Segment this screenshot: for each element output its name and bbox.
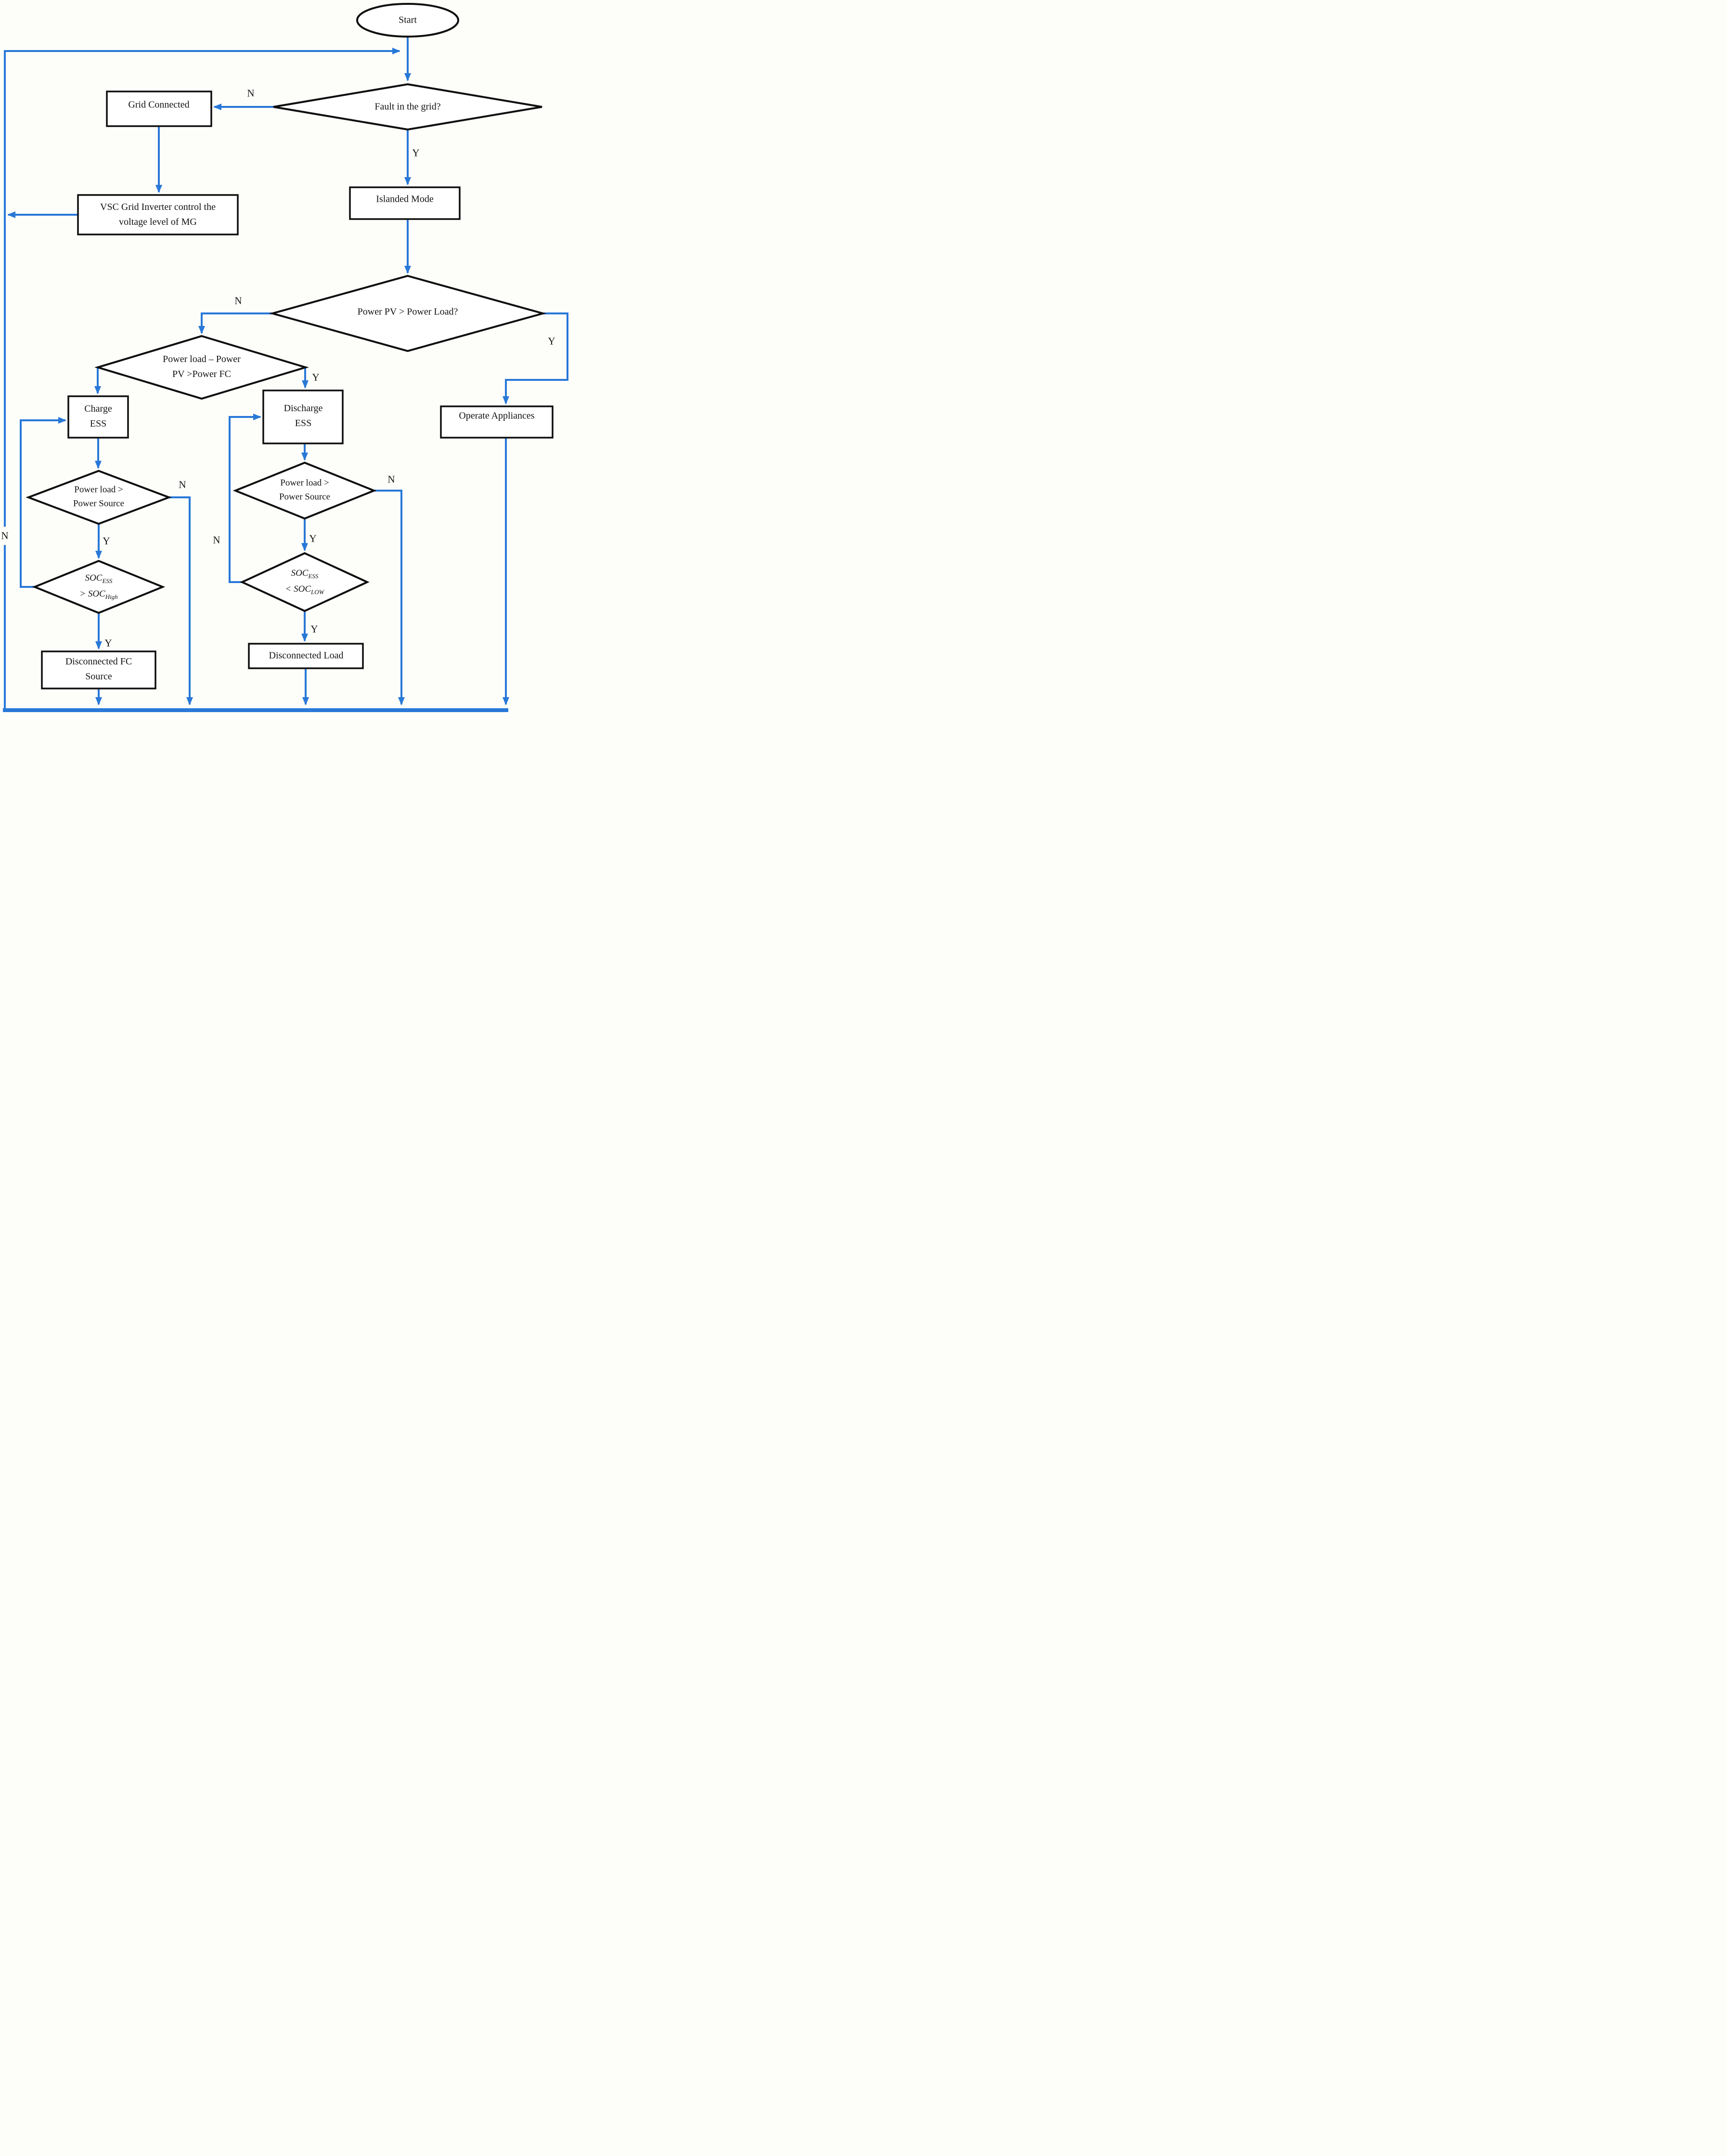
- edge-plps-right-n-to-rail: [374, 490, 405, 705]
- plps-right-decision-diamond: [232, 461, 377, 520]
- soc-low-label: SOCESS < SOCLOW: [285, 568, 324, 596]
- discharge-ess-label: Discharge ESS: [284, 403, 323, 429]
- start-label: Start: [399, 14, 417, 26]
- label-pv-n: N: [233, 295, 244, 307]
- soc-high-decision-diamond: [32, 559, 166, 614]
- disconnected-load-box: [248, 643, 364, 669]
- vsc-inverter-box: [77, 194, 239, 235]
- plps-right-label: Power load > Power Source: [279, 478, 331, 502]
- label-main-loop-n: N: [0, 530, 10, 542]
- vsc-inverter-label: VSC Grid Inverter control the voltage le…: [100, 202, 216, 227]
- flowchart-canvas: Start Fault in the grid? Grid Connected …: [0, 0, 576, 719]
- pv-load-decision-diamond: [269, 274, 547, 352]
- grid-connected-label: Grid Connected: [128, 99, 190, 110]
- label-soc-low-y: Y: [309, 623, 320, 636]
- edge-pv-y-to-operate: [503, 312, 568, 404]
- edge-plps-left-n-to-rail: [169, 496, 193, 705]
- islanded-mode-label: Islanded Mode: [376, 194, 434, 205]
- discharge-ess-box: [262, 390, 344, 444]
- edge-soc-low-n-loop-to-discharge: [229, 414, 261, 583]
- label-soc-low-n: N: [211, 534, 222, 546]
- label-soc-high-y: Y: [103, 637, 114, 649]
- label-plps-left-n: N: [177, 479, 188, 491]
- operate-appliances-box: [440, 405, 554, 439]
- charge-ess-label: Charge ESS: [84, 403, 112, 429]
- fc-decision-diamond: [94, 335, 309, 400]
- label-plps-right-y: Y: [308, 533, 318, 545]
- soc-low-decision-diamond: [240, 552, 370, 612]
- edge-soc-high-n-loop-to-charge: [20, 417, 66, 588]
- charge-ess-box: [67, 395, 129, 439]
- operate-appliances-label: Operate Appliances: [459, 410, 535, 421]
- islanded-mode-box: [349, 186, 461, 220]
- fc-decision-label: Power load – Power PV >Power FC: [163, 354, 241, 379]
- plps-left-decision-diamond: [26, 469, 172, 525]
- grid-connected-box: [106, 91, 212, 127]
- disconnected-fc-box: [41, 650, 156, 689]
- label-fault-n: N: [245, 87, 256, 100]
- pv-load-label: Power PV > Power Load?: [357, 306, 458, 317]
- label-pv-y: Y: [546, 335, 557, 348]
- label-plps-left-y: Y: [101, 535, 112, 547]
- fault-decision-diamond: [273, 83, 542, 131]
- edge-main-loop-upper-top-rail: [4, 48, 400, 527]
- edge-pv-n-to-fc: [198, 312, 272, 334]
- flowchart-geometry: [3, 3, 568, 712]
- plps-left-label: Power load > Power Source: [73, 484, 125, 509]
- disconnected-load-label: Disconnected Load: [269, 650, 344, 661]
- label-fc-y: Y: [310, 371, 321, 384]
- soc-high-label: SOCESS > SOCHigh: [79, 573, 118, 600]
- fault-label: Fault in the grid?: [374, 101, 441, 112]
- label-plps-right-n: N: [386, 473, 397, 486]
- disconnected-fc-label: Disconnected FC Source: [65, 656, 132, 682]
- label-fault-y: Y: [411, 147, 421, 159]
- start-ellipse: [356, 3, 459, 38]
